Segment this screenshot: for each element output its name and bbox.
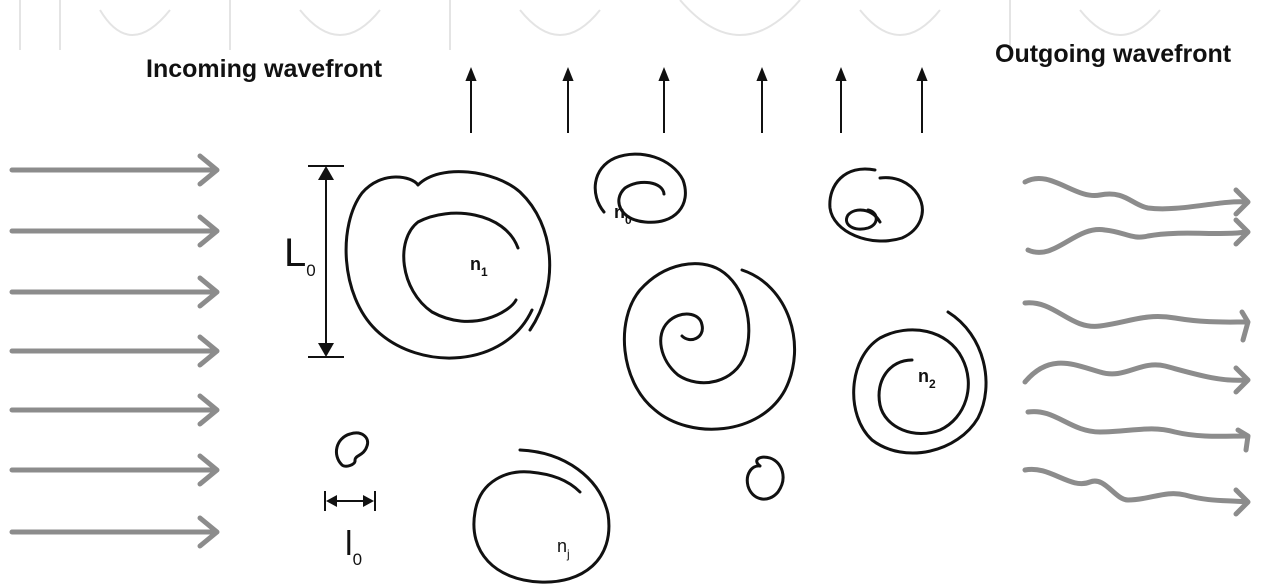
- outgoing-arrows: [1025, 178, 1248, 514]
- eddy-medium-nj: [474, 450, 609, 582]
- outgoing-arrow: [1025, 469, 1248, 514]
- inner-scale-label: l0: [345, 525, 362, 569]
- eddy-label-n0: n0: [614, 202, 632, 227]
- inner-scale-dimension: [325, 491, 375, 511]
- eddy-label-nj: nj: [557, 536, 570, 561]
- eddy-label-n2: n2: [918, 366, 936, 391]
- incoming-arrow: [12, 456, 217, 484]
- upward-arrows: [471, 74, 922, 133]
- incoming-arrow: [12, 518, 217, 546]
- outgoing-arrow: [1025, 363, 1248, 392]
- eddy-tiny-left: [336, 433, 367, 466]
- eddy-small-n0: [595, 154, 685, 222]
- incoming-arrow: [12, 396, 217, 424]
- eddy-small-top-right: [846, 210, 880, 229]
- incoming-arrow: [12, 156, 217, 184]
- eddy-label-n1: n1: [470, 254, 488, 279]
- eddy-large-n1-inner: [404, 213, 518, 321]
- incoming-arrow: [12, 337, 217, 365]
- eddies: [336, 154, 986, 582]
- outgoing-arrow: [1028, 220, 1248, 252]
- incoming-wavefront-label: Incoming wavefront: [146, 55, 383, 83]
- outgoing-arrow: [1025, 178, 1248, 214]
- incoming-arrow: [12, 217, 217, 245]
- outgoing-wavefront-label: Outgoing wavefront: [995, 40, 1232, 68]
- eddy-medium-spiral: [624, 264, 794, 430]
- incoming-arrows: [12, 156, 217, 546]
- eddy-small-bottom-center: [747, 457, 783, 499]
- outgoing-arrow: [1028, 412, 1248, 450]
- eddy-large-n1: [346, 172, 550, 358]
- outgoing-arrow: [1025, 303, 1248, 340]
- eddy-small-top-right-outer: [830, 169, 923, 241]
- watermark-outline: [20, 0, 1160, 50]
- incoming-arrow: [12, 278, 217, 306]
- outer-scale-label: L0: [284, 231, 316, 280]
